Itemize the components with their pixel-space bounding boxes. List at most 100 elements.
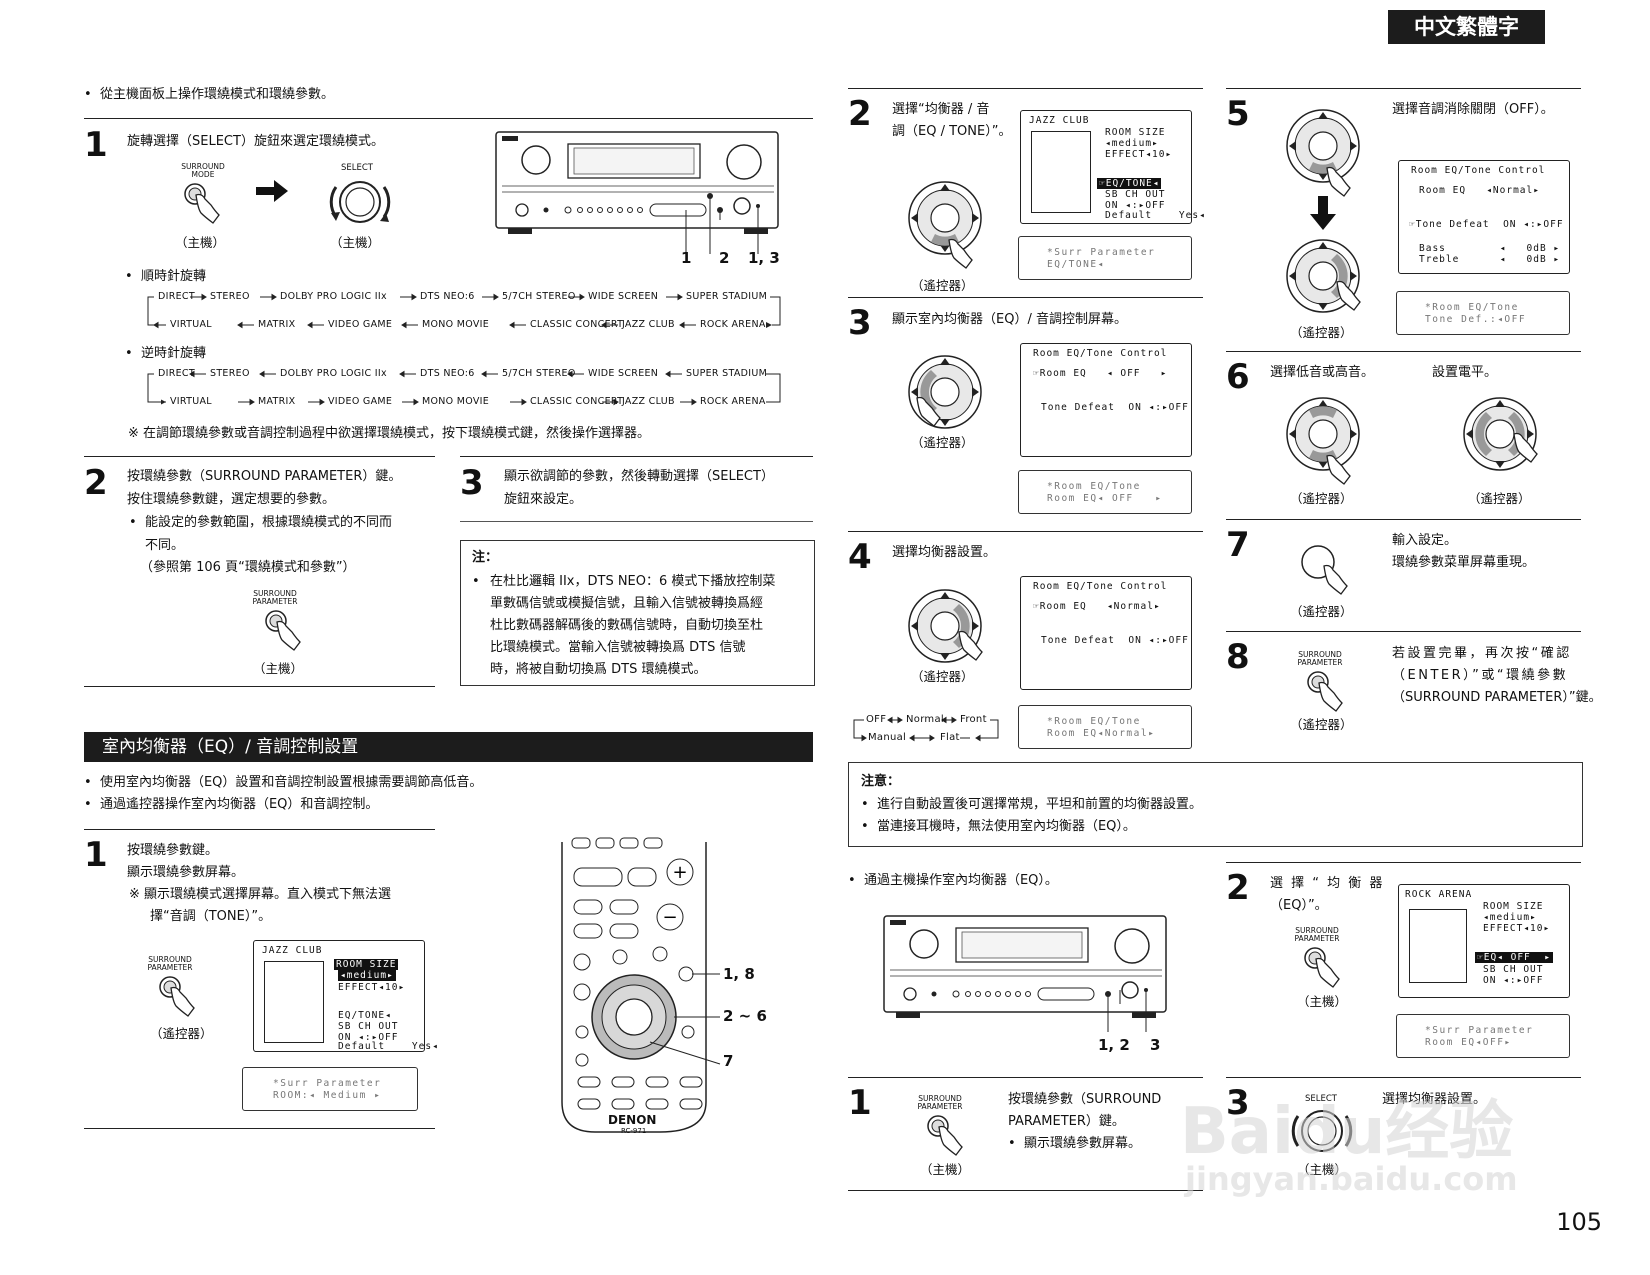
divider bbox=[848, 1190, 1203, 1191]
surround-parameter-button-label: SURROUND PARAMETER bbox=[147, 955, 193, 972]
bullet-text: • 通過遙控器操作室內均衡器（EQ）和音調控制。 bbox=[84, 797, 379, 812]
surround-parameter-button-label: SURROUND PARAMETER bbox=[917, 1094, 963, 1111]
divider bbox=[460, 521, 813, 522]
bullet-text: • 使用室內均衡器（EQ）設置和音調控制設置根據需要調節高低音。 bbox=[84, 775, 483, 790]
caption: （遙控器） bbox=[1290, 717, 1353, 732]
step-number: 2 bbox=[848, 94, 872, 134]
divider bbox=[84, 118, 813, 119]
receiver-front-panel bbox=[883, 915, 1167, 1032]
bullet-text: 不同。 bbox=[145, 538, 185, 553]
select-knob-icon bbox=[329, 181, 391, 223]
front-display: *Surr Parameter Room EQ◂OFF▸ bbox=[1396, 1014, 1570, 1058]
watermark-logo: Baidu经验 bbox=[1180, 1095, 1514, 1169]
remote-cursor-pad-icon bbox=[1286, 239, 1361, 313]
front-display: *Room EQ/Tone Room EQ◂ OFF ▸ bbox=[1018, 470, 1192, 514]
step-text: 調（EQ / TONE）”。 bbox=[892, 124, 1012, 139]
speaker-layout-icon bbox=[1031, 131, 1091, 213]
note-text: 擇“音調（TONE）”。 bbox=[150, 909, 272, 924]
divider bbox=[848, 1077, 1203, 1078]
remote-control: + − bbox=[561, 837, 721, 1133]
callout-label: 1, 3 bbox=[748, 249, 780, 267]
divider bbox=[848, 531, 1203, 532]
remote-model: RC-971 bbox=[621, 1127, 647, 1135]
divider bbox=[84, 686, 435, 687]
svg-text:−: − bbox=[662, 907, 677, 928]
step-text: 顯示欲調節的參數，然後轉動選擇（SELECT） bbox=[504, 469, 774, 484]
receiver-front-panel bbox=[495, 131, 779, 254]
enter-button-icon bbox=[1301, 545, 1348, 595]
divider bbox=[84, 456, 435, 457]
callout-label: 1 bbox=[681, 249, 692, 267]
step-text: 環繞參數菜單屏幕重現。 bbox=[1392, 555, 1536, 570]
step-text: 設置電平。 bbox=[1432, 365, 1498, 380]
page-number: 105 bbox=[1556, 1208, 1602, 1236]
select-knob-label: SELECT bbox=[1305, 1094, 1337, 1104]
front-display: *Room EQ/Tone Tone Def.:◂OFF bbox=[1396, 291, 1570, 335]
bullet-text: • 通過主機操作室內均衡器（EQ）。 bbox=[848, 873, 1058, 888]
step-text: 選擇音調消除關閉（OFF）。 bbox=[1392, 102, 1554, 117]
finger-press-icon bbox=[159, 976, 195, 1017]
remote-cursor-pad-icon bbox=[908, 589, 983, 663]
eq-cycle-diagram: OFF Normal Front Manual Flat bbox=[852, 712, 1007, 746]
step-text: 旋鈕來設定。 bbox=[504, 492, 583, 507]
language-tab: 中文繁體字 bbox=[1388, 10, 1545, 44]
section-title: 室內均衡器（EQ）/ 音調控制設置 bbox=[84, 732, 813, 762]
caption: （主機） bbox=[330, 235, 381, 250]
step-number: 8 bbox=[1226, 637, 1250, 677]
surround-parameter-button-label: SURROUND PARAMETER bbox=[1294, 926, 1340, 943]
osd-screen: JAZZ CLUB ROOM SIZE ◂medium▸ EFFECT◂10▸ … bbox=[1020, 110, 1205, 224]
step-number: 4 bbox=[848, 537, 872, 577]
arrow-down-icon bbox=[1310, 196, 1336, 230]
finger-press-icon bbox=[265, 610, 301, 651]
reference-text: （參照第 106 頁“環繞模式和參數”） bbox=[140, 560, 356, 575]
step-number: 5 bbox=[1226, 94, 1250, 134]
remote-brand: DENON bbox=[608, 1113, 657, 1127]
step-text: PARAMETER）鍵。 bbox=[1008, 1114, 1125, 1129]
note-text: ※ 在調節環繞參數或音調控制過程中欲選擇環繞模式，按下環繞模式鍵，然後操作選擇器… bbox=[128, 426, 651, 441]
step-text: 按環繞參數鍵。 bbox=[127, 843, 219, 858]
note-text: ※ 顯示環繞模式選擇屏幕。直入模式下無法選 bbox=[129, 887, 392, 902]
step-text: 顯示室內均衡器（EQ）/ 音調控制屏幕。 bbox=[892, 312, 1127, 327]
caption: （遙控器） bbox=[911, 669, 974, 684]
caption: （主機） bbox=[1297, 994, 1348, 1009]
osd-screen: ROCK ARENA ROOM SIZE ◂medium▸ EFFECT◂10▸… bbox=[1398, 884, 1570, 998]
caption: （遙控器） bbox=[911, 278, 974, 293]
divider bbox=[1226, 631, 1581, 632]
callout-label: 3 bbox=[1150, 1036, 1161, 1054]
surround-parameter-button-label: SURROUND PARAMETER bbox=[1297, 650, 1343, 667]
finger-press-icon bbox=[927, 1115, 963, 1156]
select-knob-icon bbox=[1291, 1110, 1353, 1152]
divider bbox=[848, 297, 1203, 298]
step-number: 2 bbox=[1226, 868, 1250, 908]
caption: （主機） bbox=[920, 1162, 971, 1177]
arrow-right-icon bbox=[256, 180, 288, 202]
step-text: 選 擇 “ 均 衡 器 bbox=[1270, 876, 1385, 891]
ccw-bullet: • 逆時針旋轉 bbox=[125, 346, 206, 361]
caption: （主機） bbox=[253, 661, 304, 676]
select-knob-label: SELECT bbox=[341, 163, 373, 173]
surround-mode-button-label: SURROUND MODE bbox=[181, 162, 225, 179]
bullet-text: • 能設定的參數範圍，根據環繞模式的不同而 bbox=[129, 515, 392, 530]
intro-bullet: • 從主機面板上操作環繞模式和環繞參數。 bbox=[84, 87, 334, 102]
step-number: 3 bbox=[848, 303, 872, 343]
remote-cursor-pad-icon bbox=[1286, 109, 1360, 197]
step-text: 若設置完畢，再次按“確認 bbox=[1392, 646, 1572, 661]
divider bbox=[848, 88, 1203, 89]
step-text: 選擇“均衡器 / 音 bbox=[892, 102, 990, 117]
divider bbox=[1226, 351, 1581, 352]
step-text: 按住環繞參數鍵，選定想要的參數。 bbox=[127, 492, 336, 507]
caption: （遙控器） bbox=[911, 435, 974, 450]
speaker-layout-icon bbox=[1409, 909, 1467, 983]
caption: （主機） bbox=[175, 235, 226, 250]
divider bbox=[1226, 519, 1581, 520]
cw-bullet: • 順時針旋轉 bbox=[125, 269, 206, 284]
caption: （遙控器） bbox=[1290, 325, 1353, 340]
callout-label: 7 bbox=[723, 1052, 734, 1070]
finger-press-icon bbox=[184, 183, 220, 224]
callout-label: 1, 8 bbox=[723, 965, 755, 983]
speaker-layout-icon bbox=[264, 961, 324, 1043]
remote-cursor-pad-icon bbox=[1463, 397, 1538, 471]
surround-parameter-button-label: SURROUND PARAMETER bbox=[252, 589, 298, 606]
step-text: 選擇低音或高音。 bbox=[1270, 365, 1375, 380]
bullet-text: • 顯示環繞參數屏幕。 bbox=[1008, 1136, 1141, 1151]
